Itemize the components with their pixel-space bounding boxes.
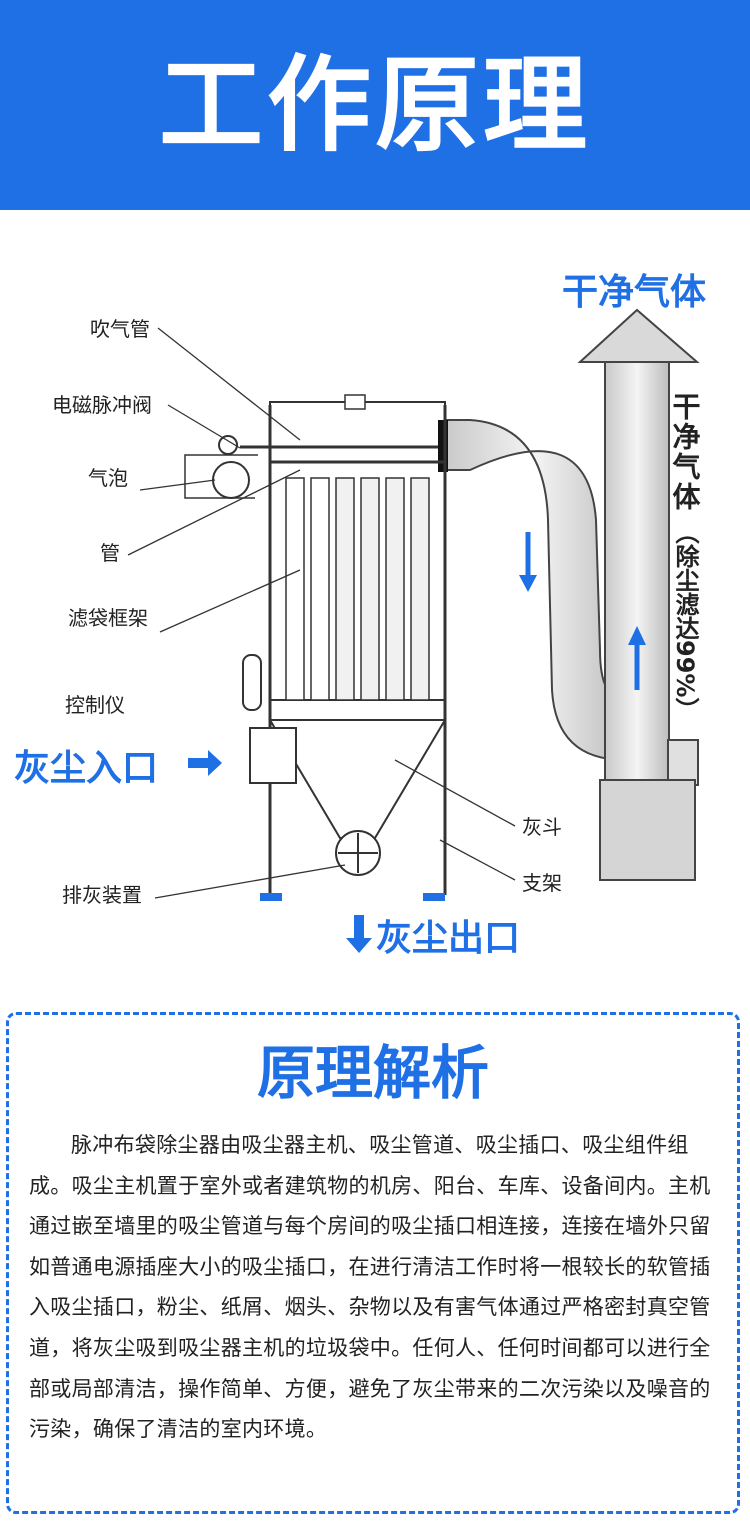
leg-foot-left bbox=[260, 893, 282, 901]
fan-box bbox=[667, 739, 699, 786]
label-blow-pipe: 吹气管 bbox=[90, 317, 150, 341]
leg-foot-right bbox=[423, 893, 445, 901]
label-ash-hopper: 灰斗 bbox=[522, 815, 562, 839]
label-air-bubble: 气泡 bbox=[88, 466, 128, 490]
label-dust-outlet: 灰尘出口 bbox=[376, 918, 520, 959]
chimney-cap bbox=[577, 308, 700, 363]
label-efficiency-note: （除尘滤达99%） bbox=[671, 520, 699, 721]
air-bubble bbox=[212, 461, 250, 499]
controller-box bbox=[242, 654, 262, 711]
working-principle-diagram: 吹气管 电磁脉冲阀 气泡 管 滤袋框架 控制仪 灰尘入口 灰斗 支架 排灰装置 … bbox=[14, 272, 706, 959]
label-clean-gas-top: 干净气体 bbox=[562, 272, 706, 313]
analysis-title: 原理解析 bbox=[256, 1039, 489, 1107]
label-support: 支架 bbox=[522, 871, 562, 895]
fan-base bbox=[599, 779, 696, 881]
inlet-arrow bbox=[188, 750, 222, 776]
label-controller: 控制仪 bbox=[65, 693, 125, 717]
label-clean-gas-vertical: 干净气体 bbox=[669, 392, 702, 512]
flow-arrow-up-head bbox=[628, 626, 646, 645]
label-pipe: 管 bbox=[100, 541, 120, 565]
header-banner: 工作原理 bbox=[0, 0, 750, 210]
outlet-duct bbox=[444, 419, 626, 762]
leader-lines bbox=[127, 327, 516, 899]
pulse-valve bbox=[218, 435, 238, 455]
analysis-panel: 原理解析 脉冲布袋除尘器由吸尘器主机、吸尘管道、吸尘插口、吸尘组件组成。吸尘主机… bbox=[6, 1012, 740, 1514]
label-dust-inlet: 灰尘入口 bbox=[14, 748, 158, 789]
label-ash-discharge: 排灰装置 bbox=[62, 883, 142, 907]
top-hatch bbox=[344, 394, 366, 410]
analysis-text: 脉冲布袋除尘器由吸尘器主机、吸尘管道、吸尘插口、吸尘组件组成。吸尘主机置于室外或… bbox=[29, 1133, 711, 1442]
flow-arrow-down-head bbox=[519, 575, 537, 592]
label-filter-frame: 滤袋框架 bbox=[68, 606, 148, 630]
filter-bags bbox=[285, 477, 430, 701]
label-pulse-valve: 电磁脉冲阀 bbox=[52, 393, 152, 417]
control-wire bbox=[184, 454, 258, 499]
inlet-flange bbox=[249, 727, 297, 784]
outlet-arrow bbox=[346, 915, 372, 953]
page-title: 工作原理 bbox=[158, 44, 591, 166]
body-bottom bbox=[269, 699, 446, 721]
top-chamber bbox=[269, 401, 446, 463]
duct-flange bbox=[438, 420, 448, 472]
